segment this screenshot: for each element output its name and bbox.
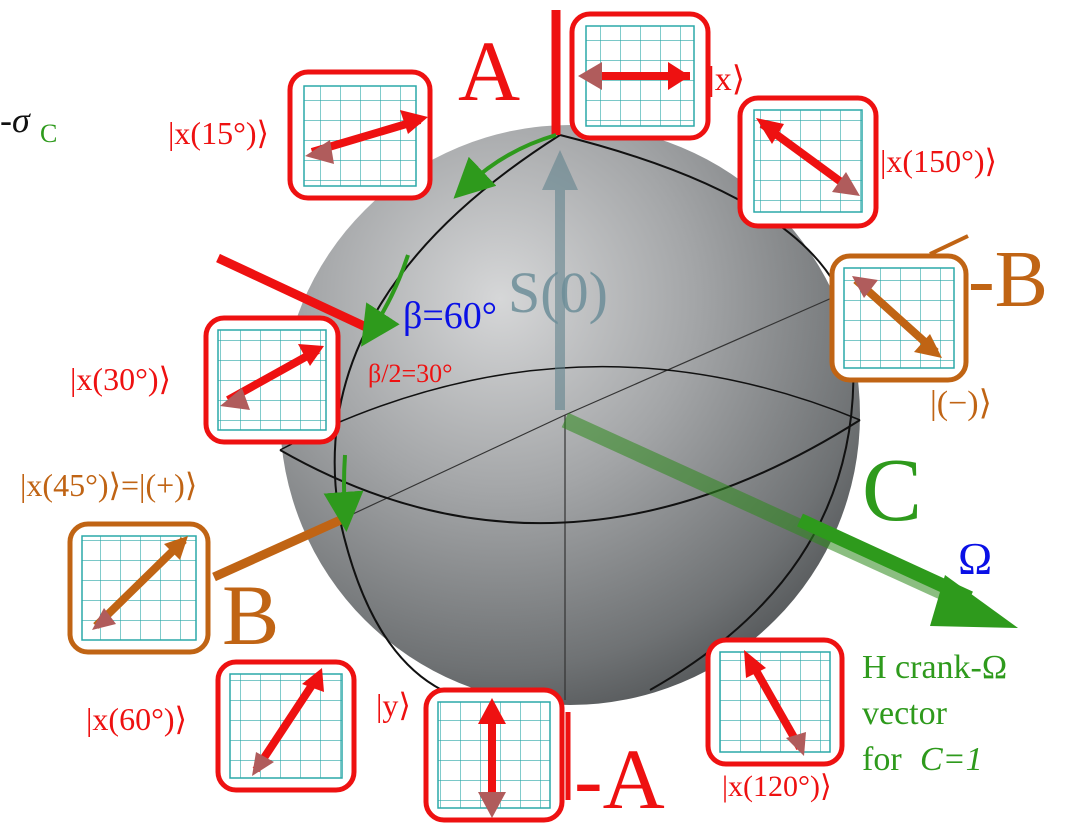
state-x60-label: |x(60°)⟩ [86, 701, 187, 737]
omega-label: Ω [958, 533, 992, 584]
state-x30-label: |x(30°)⟩ [70, 361, 171, 397]
state-x45-label: |x(45°)⟩=|(+)⟩ [20, 467, 197, 503]
state-x15-label: |x(15°)⟩ [168, 115, 269, 151]
minus-a-label: -A [574, 731, 665, 827]
polarization-box-x60-icon [215, 659, 357, 793]
crank-note-line1: H crank-Ω [862, 649, 1007, 686]
polarization-box-x120-icon [705, 637, 845, 767]
half-beta-label: β/2=30° [368, 359, 453, 388]
crank-note-line3: for [862, 741, 902, 778]
equator-back [279, 365, 861, 451]
s0-label: S(0) [508, 260, 608, 325]
axis-line-b [339, 414, 566, 521]
polarization-box-x30-icon [203, 315, 341, 445]
b-label: B [222, 567, 279, 663]
corner-sigma-label: -σ C [0, 100, 57, 148]
sigma-symbol: -σ [0, 100, 31, 140]
polarization-box-x15-icon [287, 69, 433, 201]
state-minus-label: |(−)⟩ [930, 385, 992, 422]
c-label: C [862, 441, 922, 540]
polarization-box-minus-icon [829, 253, 969, 383]
polarization-box-y-icon [423, 687, 565, 823]
axis-line-minus-b [564, 289, 851, 416]
equator-front [279, 419, 861, 525]
b-axis-line [212, 513, 347, 582]
sigma-subscript: C [40, 119, 57, 148]
minus-b-label: -B [968, 236, 1048, 324]
crank-note: H crank-Ω vector for C=1 [862, 649, 1007, 778]
polarization-box-x-icon [569, 11, 711, 141]
half-beta-pointer [216, 253, 370, 333]
state-x120-label: |x(120°)⟩ [722, 770, 832, 803]
polarization-box-x150-icon [737, 95, 879, 229]
c-axis [561, 412, 1018, 628]
s0-axis [542, 150, 578, 410]
a-label: A [458, 23, 520, 119]
state-x-label: |x⟩ [708, 61, 745, 98]
rotation-arrows [323, 133, 557, 532]
crank-note-line4: C=1 [920, 741, 983, 778]
state-y-label: |y⟩ [376, 687, 411, 723]
meridian-left [333, 134, 561, 706]
crank-note-line2: vector [862, 695, 948, 732]
state-x150-label: |x(150°)⟩ [880, 143, 997, 179]
minus-b-axis-line [929, 234, 969, 256]
beta-label: β=60° [403, 295, 497, 337]
polarization-box-x45-icon [67, 521, 211, 655]
